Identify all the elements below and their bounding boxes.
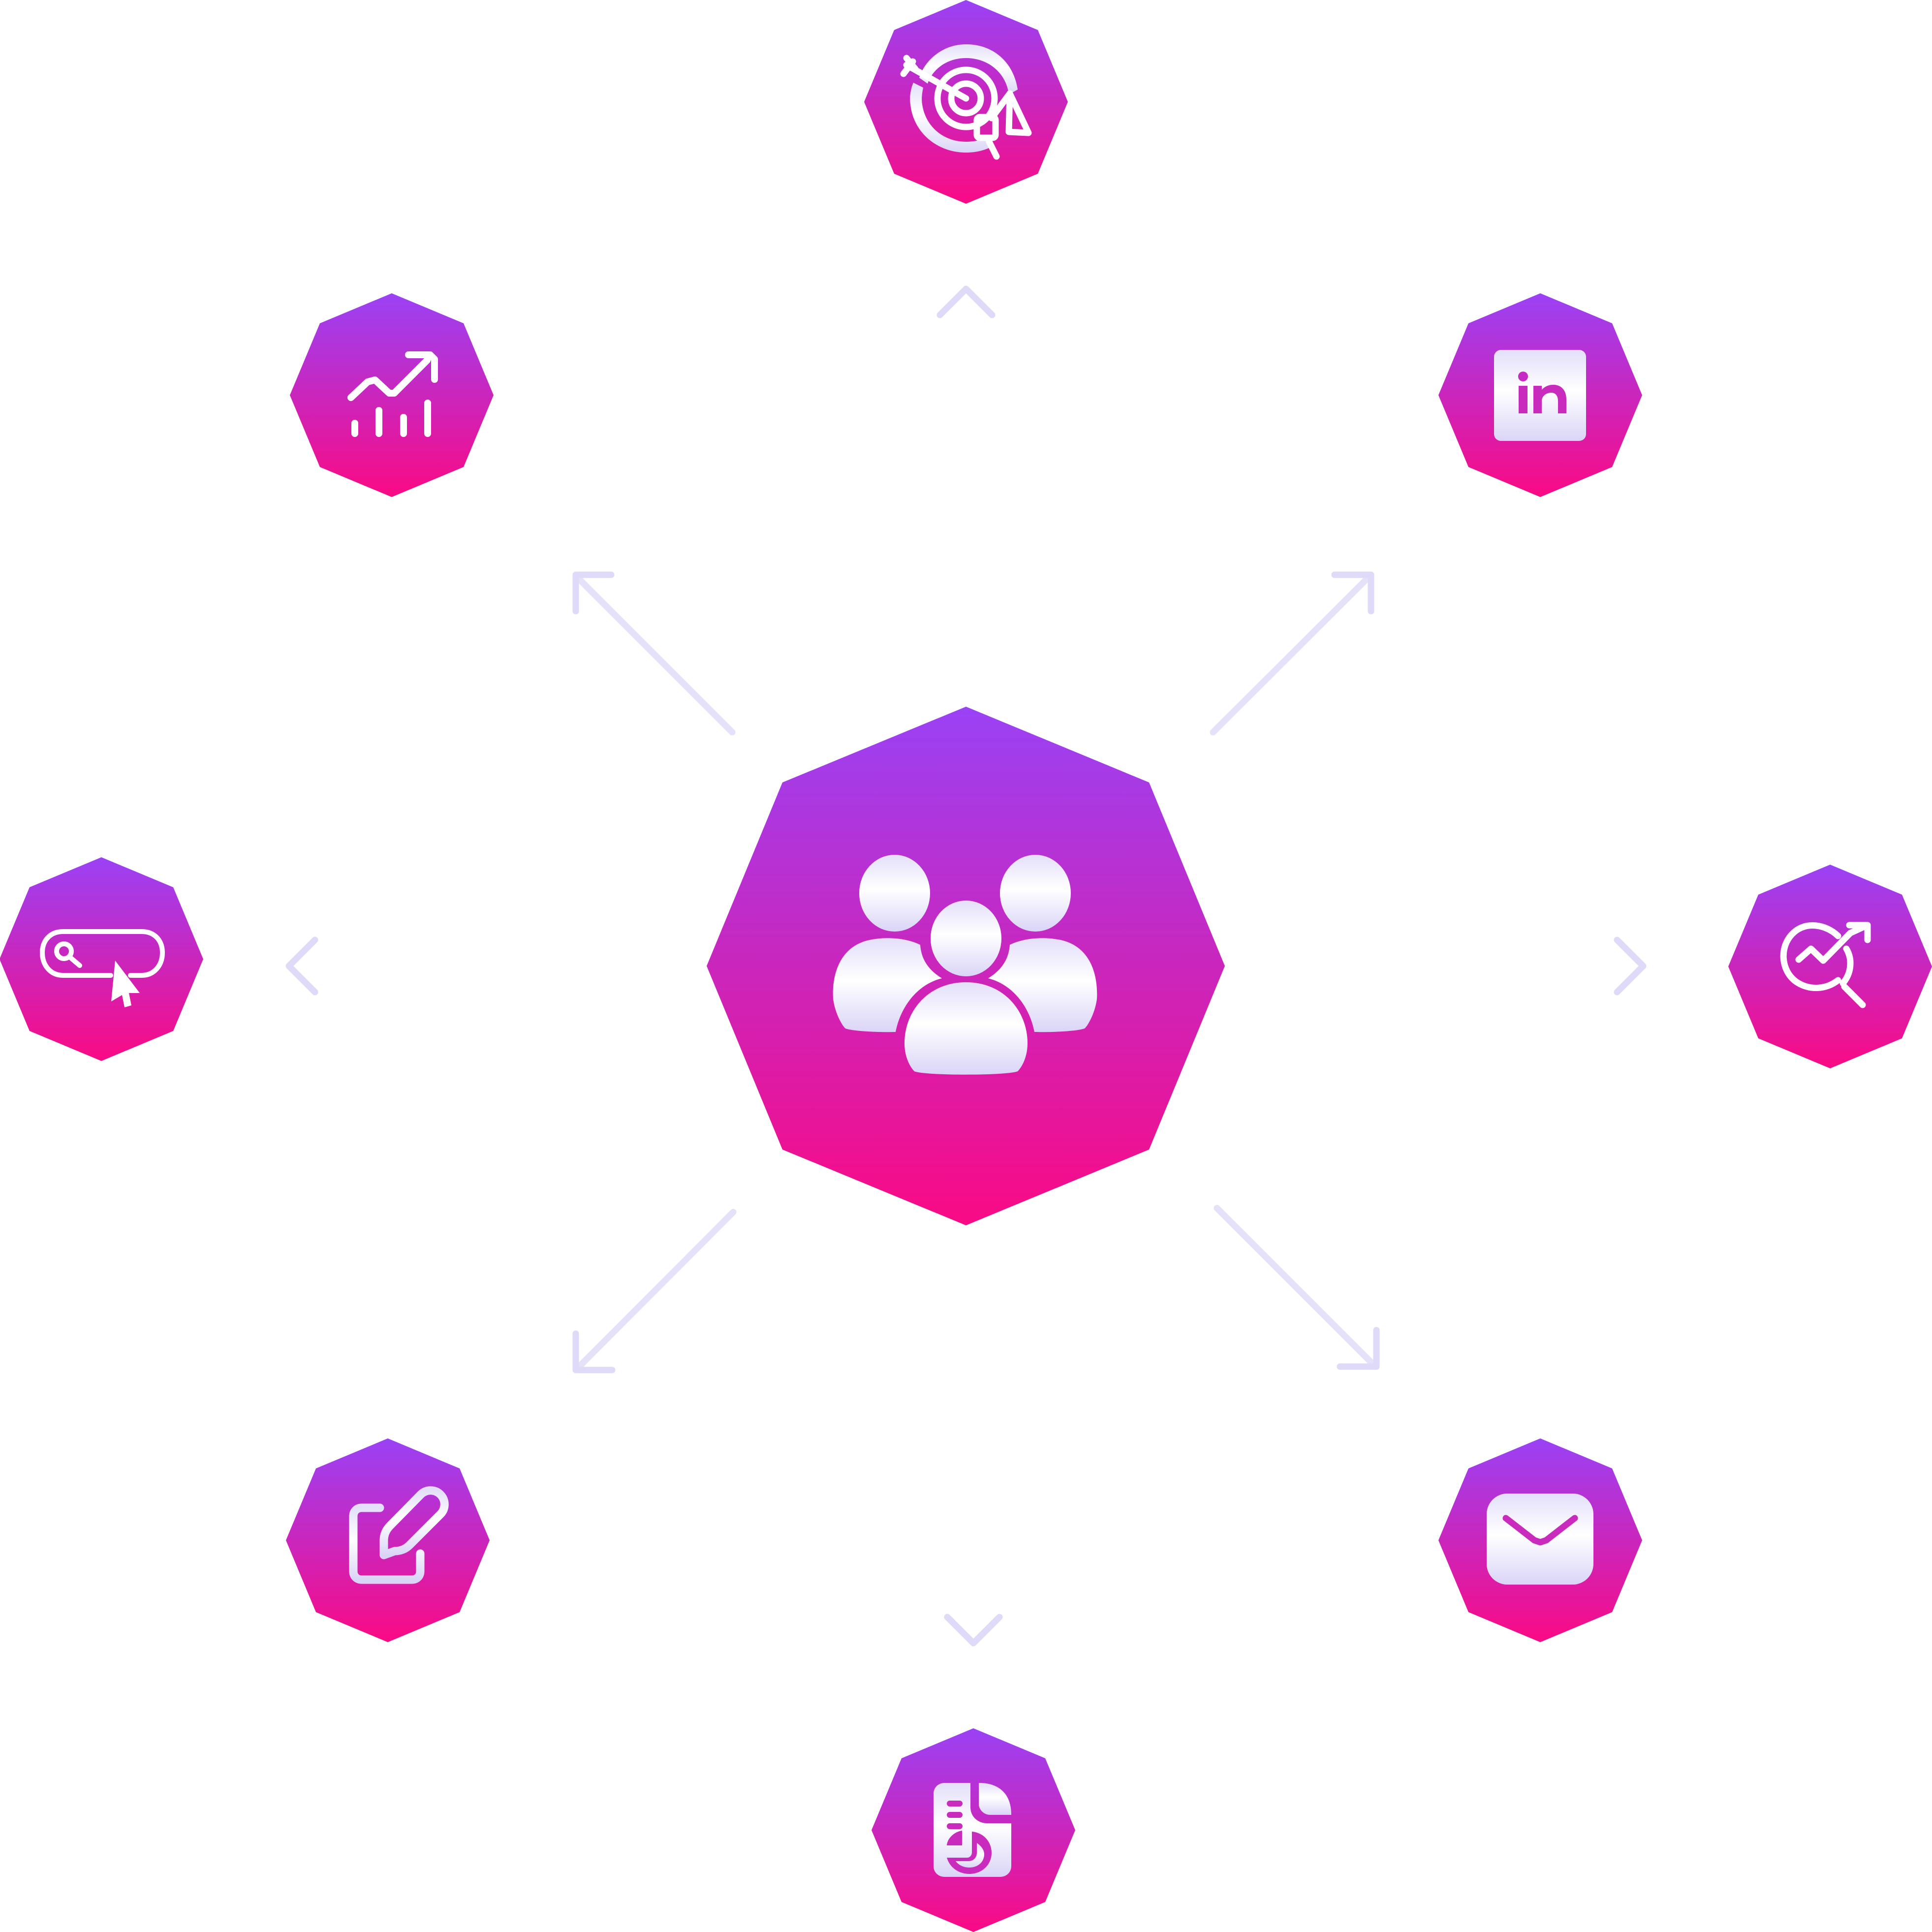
arrow-right-head [1614,936,1647,996]
report-document-icon [934,1783,1011,1877]
arrow-up-head [936,285,996,318]
satellite-node-top-left [290,293,494,497]
email-icon [1487,1494,1593,1585]
edit-content-icon [349,1486,449,1584]
arrow-left-head [285,936,318,996]
arrow-down-head [944,1614,1003,1647]
search-click-icon [40,929,165,1007]
trend-analysis-icon [1780,922,1871,1008]
satellite-node-right [1728,865,1932,1068]
satellite-node-bottom-left [286,1438,490,1642]
connector-arrows [285,285,1647,1647]
target-strategy-icon [900,44,1032,160]
satellite-node-left [0,857,203,1061]
arrow-up-right [1210,572,1373,736]
arrow-up-right-head [1331,571,1374,615]
arrow-down-right-head [1337,1327,1380,1370]
linkedin-icon [1494,350,1586,441]
satellite-node-bottom-right [1438,1438,1642,1642]
arrow-down-right [1214,1205,1378,1369]
center-node [707,707,1225,1225]
arrow-up-left [572,572,736,736]
growth-chart-icon [347,351,438,437]
octagon-left [0,857,203,1061]
satellite-node-top [864,0,1068,204]
arrow-up-left-head [572,571,615,615]
satellite-node-top-right [1438,293,1642,497]
octagon-right [1728,865,1932,1068]
arrow-down-left-head [572,1330,616,1373]
arrow-down-left [573,1209,737,1372]
octagon-top [864,0,1068,204]
satellite-node-bottom [872,1728,1075,1932]
team-group-icon [833,855,1097,1075]
